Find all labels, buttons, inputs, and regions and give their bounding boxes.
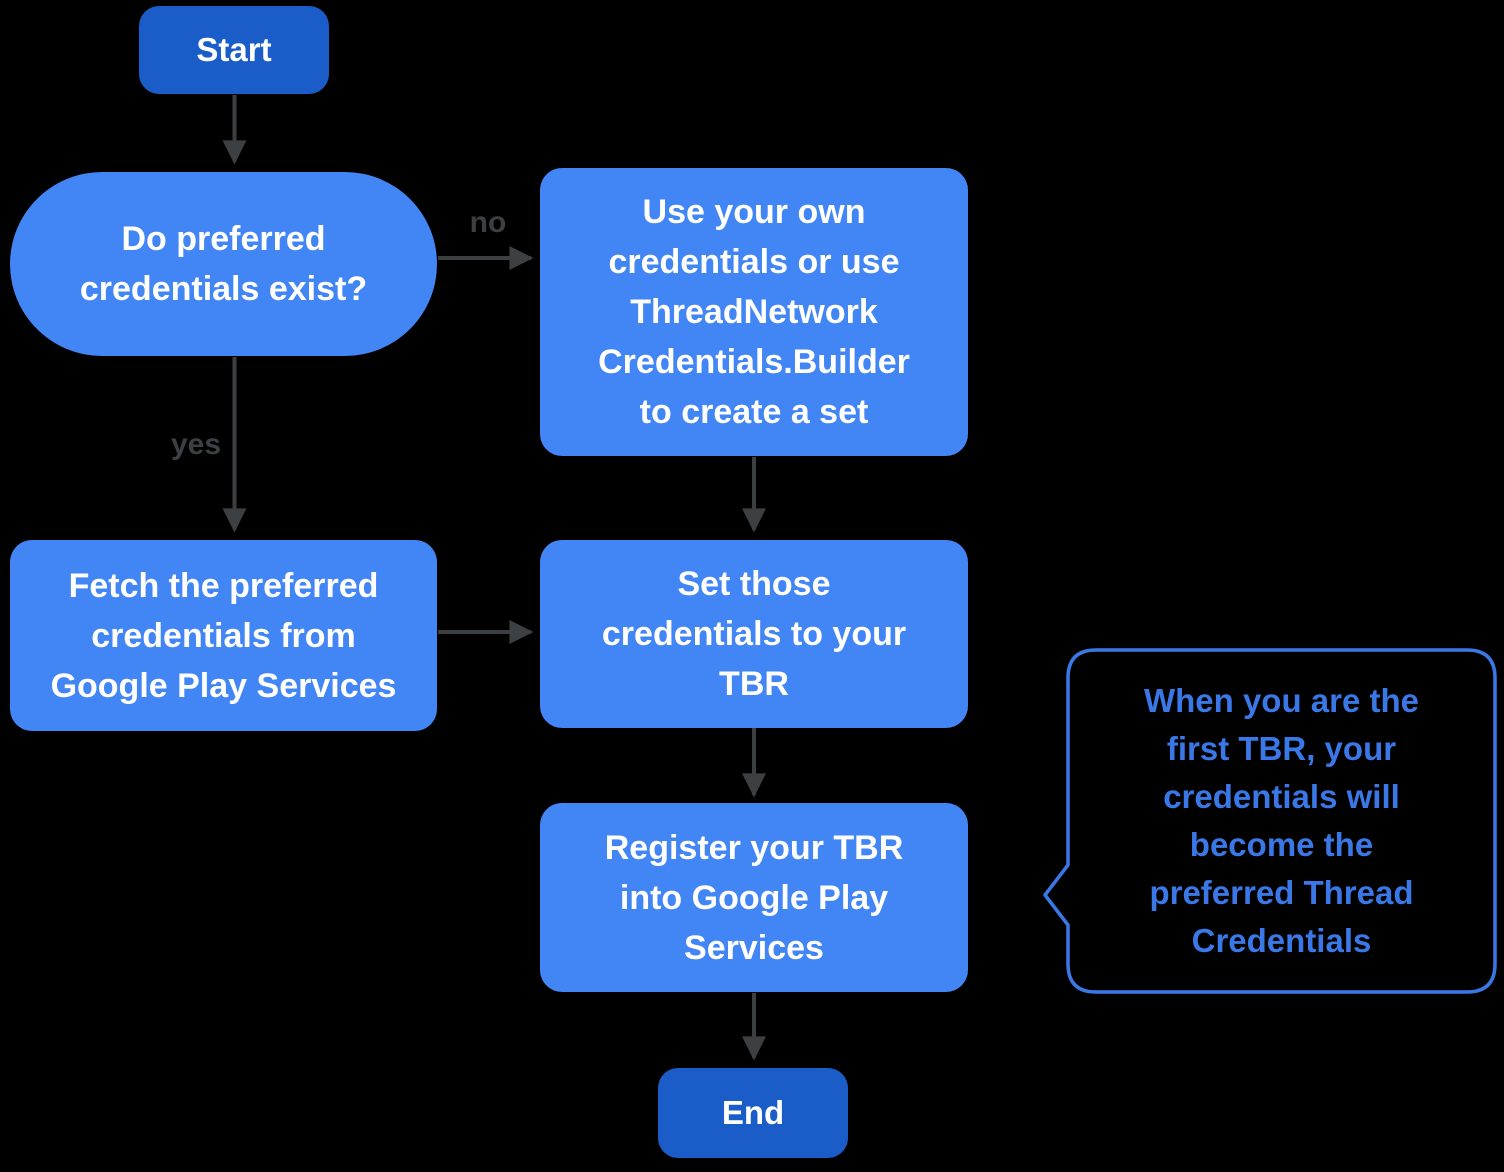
register-tbr-box: Register your TBR into Google Play Servi… (540, 803, 968, 992)
decision-node: Do preferred credentials exist? (10, 172, 437, 356)
fetch-credentials-box: Fetch the preferred credentials from Goo… (10, 540, 437, 731)
callout-outline (1043, 648, 1497, 994)
callout-text: When you are the first TBR, your credent… (1143, 682, 1420, 959)
edge-label-yes: yes (170, 428, 222, 461)
edge-label-no: no (469, 206, 507, 239)
start-node: Start (139, 6, 329, 94)
use-own-credentials-box: Use your own credentials or use ThreadNe… (540, 168, 968, 456)
end-node: End (658, 1068, 848, 1158)
set-credentials-box: Set those credentials to your TBR (540, 540, 968, 728)
callout-bubble: When you are the first TBR, your credent… (1040, 646, 1500, 996)
